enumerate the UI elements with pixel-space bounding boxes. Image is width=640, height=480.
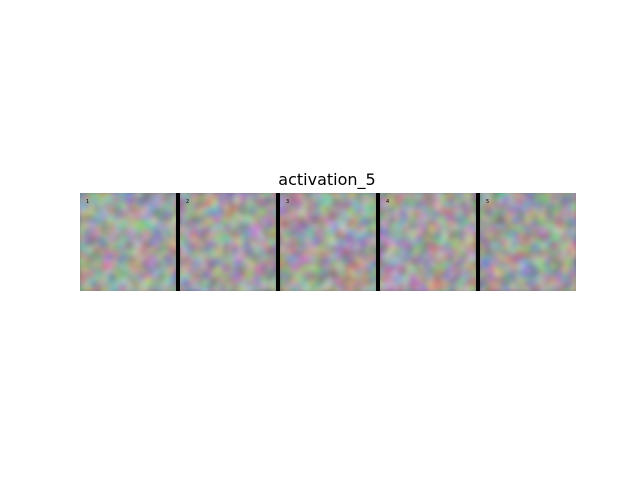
activation-tile-1: 1 <box>80 193 176 291</box>
tile-label-5: 5 <box>486 199 490 205</box>
activation-strip: 1 2 3 4 5 <box>80 193 576 291</box>
activation-image-4 <box>380 193 476 291</box>
activation-tile-4: 4 <box>380 193 476 291</box>
activation-image-3 <box>280 193 376 291</box>
figure-title: activation_5 <box>278 170 376 189</box>
activation-tile-5: 5 <box>480 193 576 291</box>
tile-label-2: 2 <box>186 199 190 205</box>
tile-label-3: 3 <box>286 199 290 205</box>
activation-image-2 <box>180 193 276 291</box>
activation-image-1 <box>80 193 176 291</box>
activation-tile-3: 3 <box>280 193 376 291</box>
activation-tile-2: 2 <box>180 193 276 291</box>
activation-image-5 <box>480 193 576 291</box>
tile-label-4: 4 <box>386 199 390 205</box>
tile-label-1: 1 <box>86 199 90 205</box>
